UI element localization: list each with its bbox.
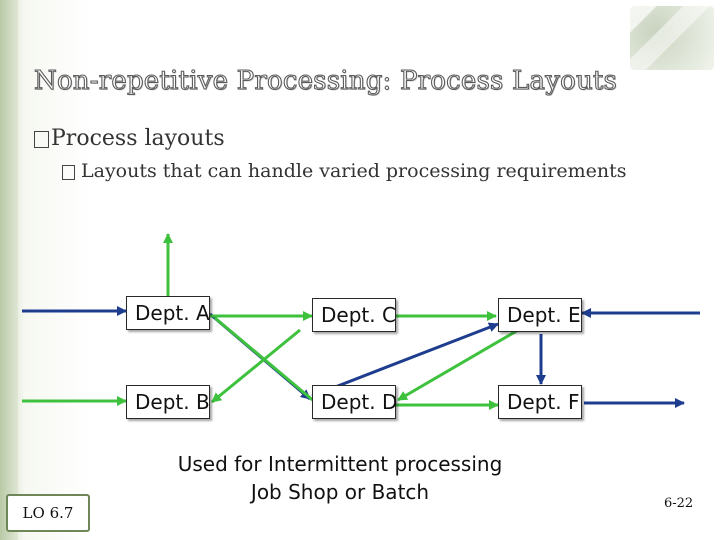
dept-e-box: Dept. E	[498, 298, 582, 332]
bullet-level-1: Process layouts	[34, 126, 225, 151]
dept-b-box: Dept. B	[126, 385, 210, 419]
green-flow-f-to-d	[397, 320, 533, 402]
bullet-box-icon	[62, 164, 75, 180]
bullet-1-text: Process layouts	[51, 126, 225, 151]
dept-d-box: Dept. D	[312, 385, 397, 419]
blue-flow-d-to-e	[311, 322, 499, 398]
dept-c-box: Dept. C	[312, 298, 396, 332]
caption-line-1: Used for Intermittent processing	[177, 452, 503, 476]
dept-f-box: Dept. F	[498, 385, 582, 419]
green-flow-b-to-a-diagonal	[214, 316, 316, 404]
bullet-level-2: Layouts that can handle varied processin…	[62, 160, 627, 182]
slide-title: Non-repetitive Processing: Process Layou…	[33, 65, 618, 96]
diagram-caption: Used for Intermittent processing Job Sho…	[130, 450, 550, 506]
left-decorative-band	[0, 0, 18, 540]
bullet-box-icon	[34, 130, 49, 148]
green-flow-c-to-b	[211, 328, 301, 404]
corner-photo-collage	[630, 6, 714, 70]
caption-line-2: Job Shop or Batch	[250, 480, 430, 504]
learning-objective-badge: LO 6.7	[6, 494, 90, 532]
bullet-2-text: Layouts that can handle varied processin…	[81, 160, 627, 182]
dept-a-box: Dept. A	[126, 296, 210, 330]
page-number: 6-22	[664, 496, 694, 511]
